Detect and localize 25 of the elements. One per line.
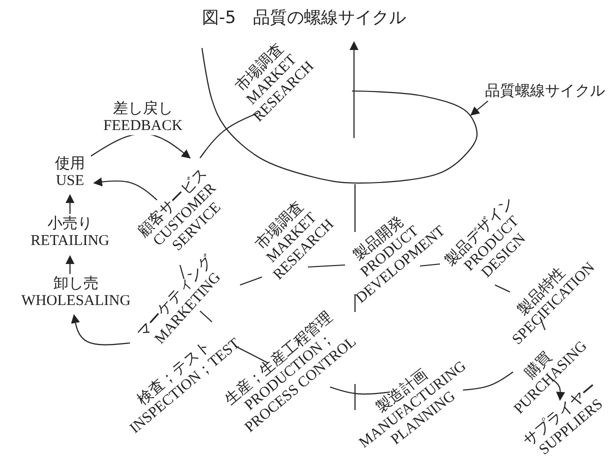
- connector-line: [494, 284, 510, 292]
- arrow: [66, 255, 74, 274]
- connector-line: [200, 112, 258, 158]
- connector-line: [420, 263, 440, 267]
- arrow: [470, 100, 488, 116]
- connector-line: [308, 264, 346, 268]
- stage-label: 小売り: [48, 216, 92, 233]
- stage-label-english: USE: [56, 173, 84, 190]
- figure-title: 図-5 品質の螺線サイクル: [202, 7, 406, 29]
- stage-label-english: WHOLESALING: [21, 293, 131, 310]
- stage-label: 使用: [55, 156, 85, 173]
- stage-label-english: RETAILING: [30, 233, 110, 250]
- arrow: [66, 194, 74, 214]
- connector-line: [330, 386, 390, 395]
- connector-line: [539, 316, 546, 330]
- arrow: [71, 314, 130, 346]
- connector-line: [462, 372, 514, 391]
- edge-label: 差し戻し FEEDBACK: [103, 101, 183, 134]
- arrow: [93, 177, 158, 200]
- stage-label: 品質螺線サイクル: [485, 84, 605, 100]
- stage-label: 卸し売: [54, 276, 98, 293]
- arrow: [552, 380, 566, 401]
- connector-line: [179, 264, 185, 280]
- connector-line: [200, 310, 212, 322]
- connector-line: [240, 276, 262, 286]
